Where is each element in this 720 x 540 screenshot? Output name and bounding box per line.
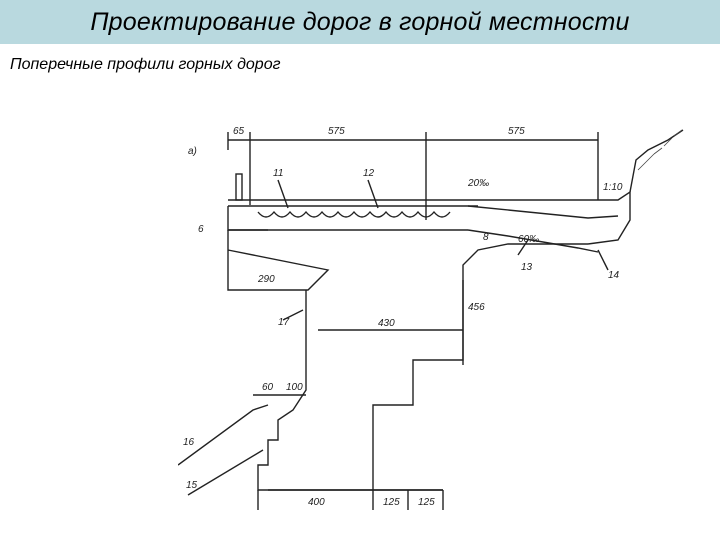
callout-6: 6: [198, 224, 204, 235]
ditch: [587, 190, 631, 245]
dim-65: 65: [233, 126, 245, 137]
callout-15: 15: [186, 480, 198, 491]
callout-11: 11: [273, 168, 283, 179]
dim-575-left: 575: [328, 126, 345, 137]
dim-575-right: 575: [508, 126, 525, 137]
callout-16: 16: [183, 437, 195, 448]
cross-section-drawing: а) 65 575 575 11 12 20‰ 1:10 6 8 60‰ 13 …: [178, 126, 684, 510]
callout-13: 13: [521, 262, 533, 273]
dim-125-right: 125: [418, 497, 435, 508]
dim-456: 456: [468, 302, 485, 313]
support-block: [227, 230, 330, 291]
dim-60: 60: [262, 382, 274, 393]
panel-label: а): [188, 146, 197, 157]
dim-100: 100: [286, 382, 303, 393]
title-bar: Проектирование дорог в горной местности: [0, 0, 720, 44]
callout-14: 14: [608, 270, 620, 281]
deck-edge: [227, 206, 268, 231]
dim-400: 400: [308, 497, 325, 508]
callout-8: 8: [483, 232, 489, 243]
slide-subtitle: Поперечные профили горных дорог: [10, 56, 281, 73]
ground-line-16: [178, 404, 269, 466]
rock-profile-right: [372, 243, 588, 491]
callout-17: 17: [278, 317, 290, 328]
slide-title: Проектирование дорог в горной местности: [90, 7, 630, 36]
dim-290: 290: [257, 274, 275, 285]
callout-12: 12: [363, 168, 375, 179]
guard-post: [235, 173, 243, 201]
deck-arches: [257, 210, 451, 218]
sloped-underside: [467, 229, 599, 253]
slope-1-10: 1:10: [603, 182, 623, 193]
dim-430: 430: [378, 318, 395, 329]
column-profile: [257, 290, 373, 491]
dim-125-left: 125: [383, 497, 400, 508]
sloped-slab: [467, 205, 619, 219]
slope-60: 60‰: [518, 234, 539, 245]
hillside-slope: [629, 129, 684, 193]
slope-20: 20‰: [467, 178, 489, 189]
ground-line-15: [187, 449, 264, 496]
